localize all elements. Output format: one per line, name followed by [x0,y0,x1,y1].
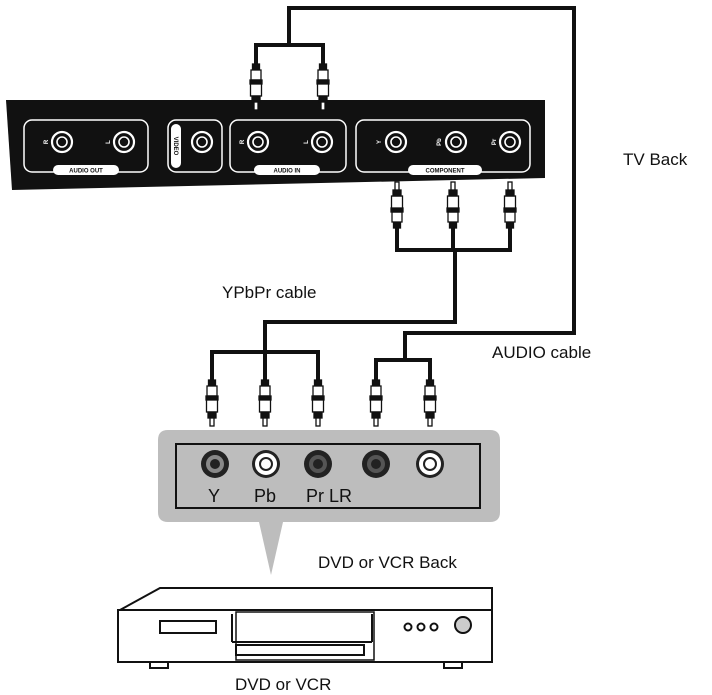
rca-plug-icon [316,63,330,111]
tv-back-label: TV Back [623,150,688,169]
audio-cable-label: AUDIO cable [492,343,592,362]
plugs-tv-audio-in [249,63,330,111]
rca-plug-icon [503,181,517,229]
rca-plug-icon [205,379,219,427]
dvd-back-bubble [158,430,500,575]
dvd-vcr-back-label: DVD or VCR Back [318,553,457,572]
ypbpr-cable [210,228,512,380]
plugs-tv-component [390,181,517,229]
ypbpr-cable-label: YPbPr cable [222,283,317,302]
rca-plug-icon [369,379,383,427]
component-y-jack [384,130,408,154]
component-pr-label: Pr [492,138,498,145]
dvd-pr-lr-label: Pr LR [306,486,353,506]
audio-in-label: AUDIO IN [274,169,301,175]
audio-out-r-jack [50,130,74,154]
dvd-vcr-label: DVD or VCR [235,675,332,694]
video-jack [190,130,214,154]
audio-in-r-label: R [240,139,246,144]
front-button-icon [403,622,413,632]
dvd-y-label: Y [208,486,221,506]
video-label: VIDEO [172,137,178,156]
dvd-vcr-device [117,587,493,669]
rca-plug-icon [446,181,460,229]
dvd-pb-label: Pb [254,486,277,506]
component-label: COMPONENT [426,169,465,175]
tv-back-panel: AUDIO OUT R L VIDEO [6,100,545,190]
audio-out-label: AUDIO OUT [69,169,103,175]
audio-cable [254,6,576,380]
audio-in-l-label: L [304,140,310,144]
audio-in-group: AUDIO IN R L [229,119,347,175]
audio-in-r-jack [246,130,270,154]
component-y-label: Y [377,140,383,144]
audio-out-group: AUDIO OUT R L [23,119,149,175]
dvd-r-jack [416,450,444,478]
plugs-dvd [205,379,437,427]
audio-out-l-label: L [106,140,112,144]
component-pb-label: Pb [437,138,443,146]
dvd-pr-jack [304,450,332,478]
rca-plug-icon [249,63,263,111]
rca-plug-icon [258,379,272,427]
dvd-y-jack [201,450,229,478]
power-knob-icon [454,616,472,634]
rca-plug-icon [311,379,325,427]
audio-out-r-label: R [44,139,50,144]
front-button-icon [429,622,439,632]
component-pr-jack [498,130,522,154]
front-button-icon [416,622,426,632]
disc-tray-icon [159,620,217,634]
rca-plug-icon [423,379,437,427]
dvd-pb-jack [252,450,280,478]
video-group: VIDEO [167,119,223,173]
component-pb-jack [444,130,468,154]
component-group: COMPONENT Y Pb Pr [355,119,531,175]
audio-in-l-jack [310,130,334,154]
audio-out-l-jack [112,130,136,154]
dvd-l-jack [362,450,390,478]
rca-plug-icon [390,181,404,229]
